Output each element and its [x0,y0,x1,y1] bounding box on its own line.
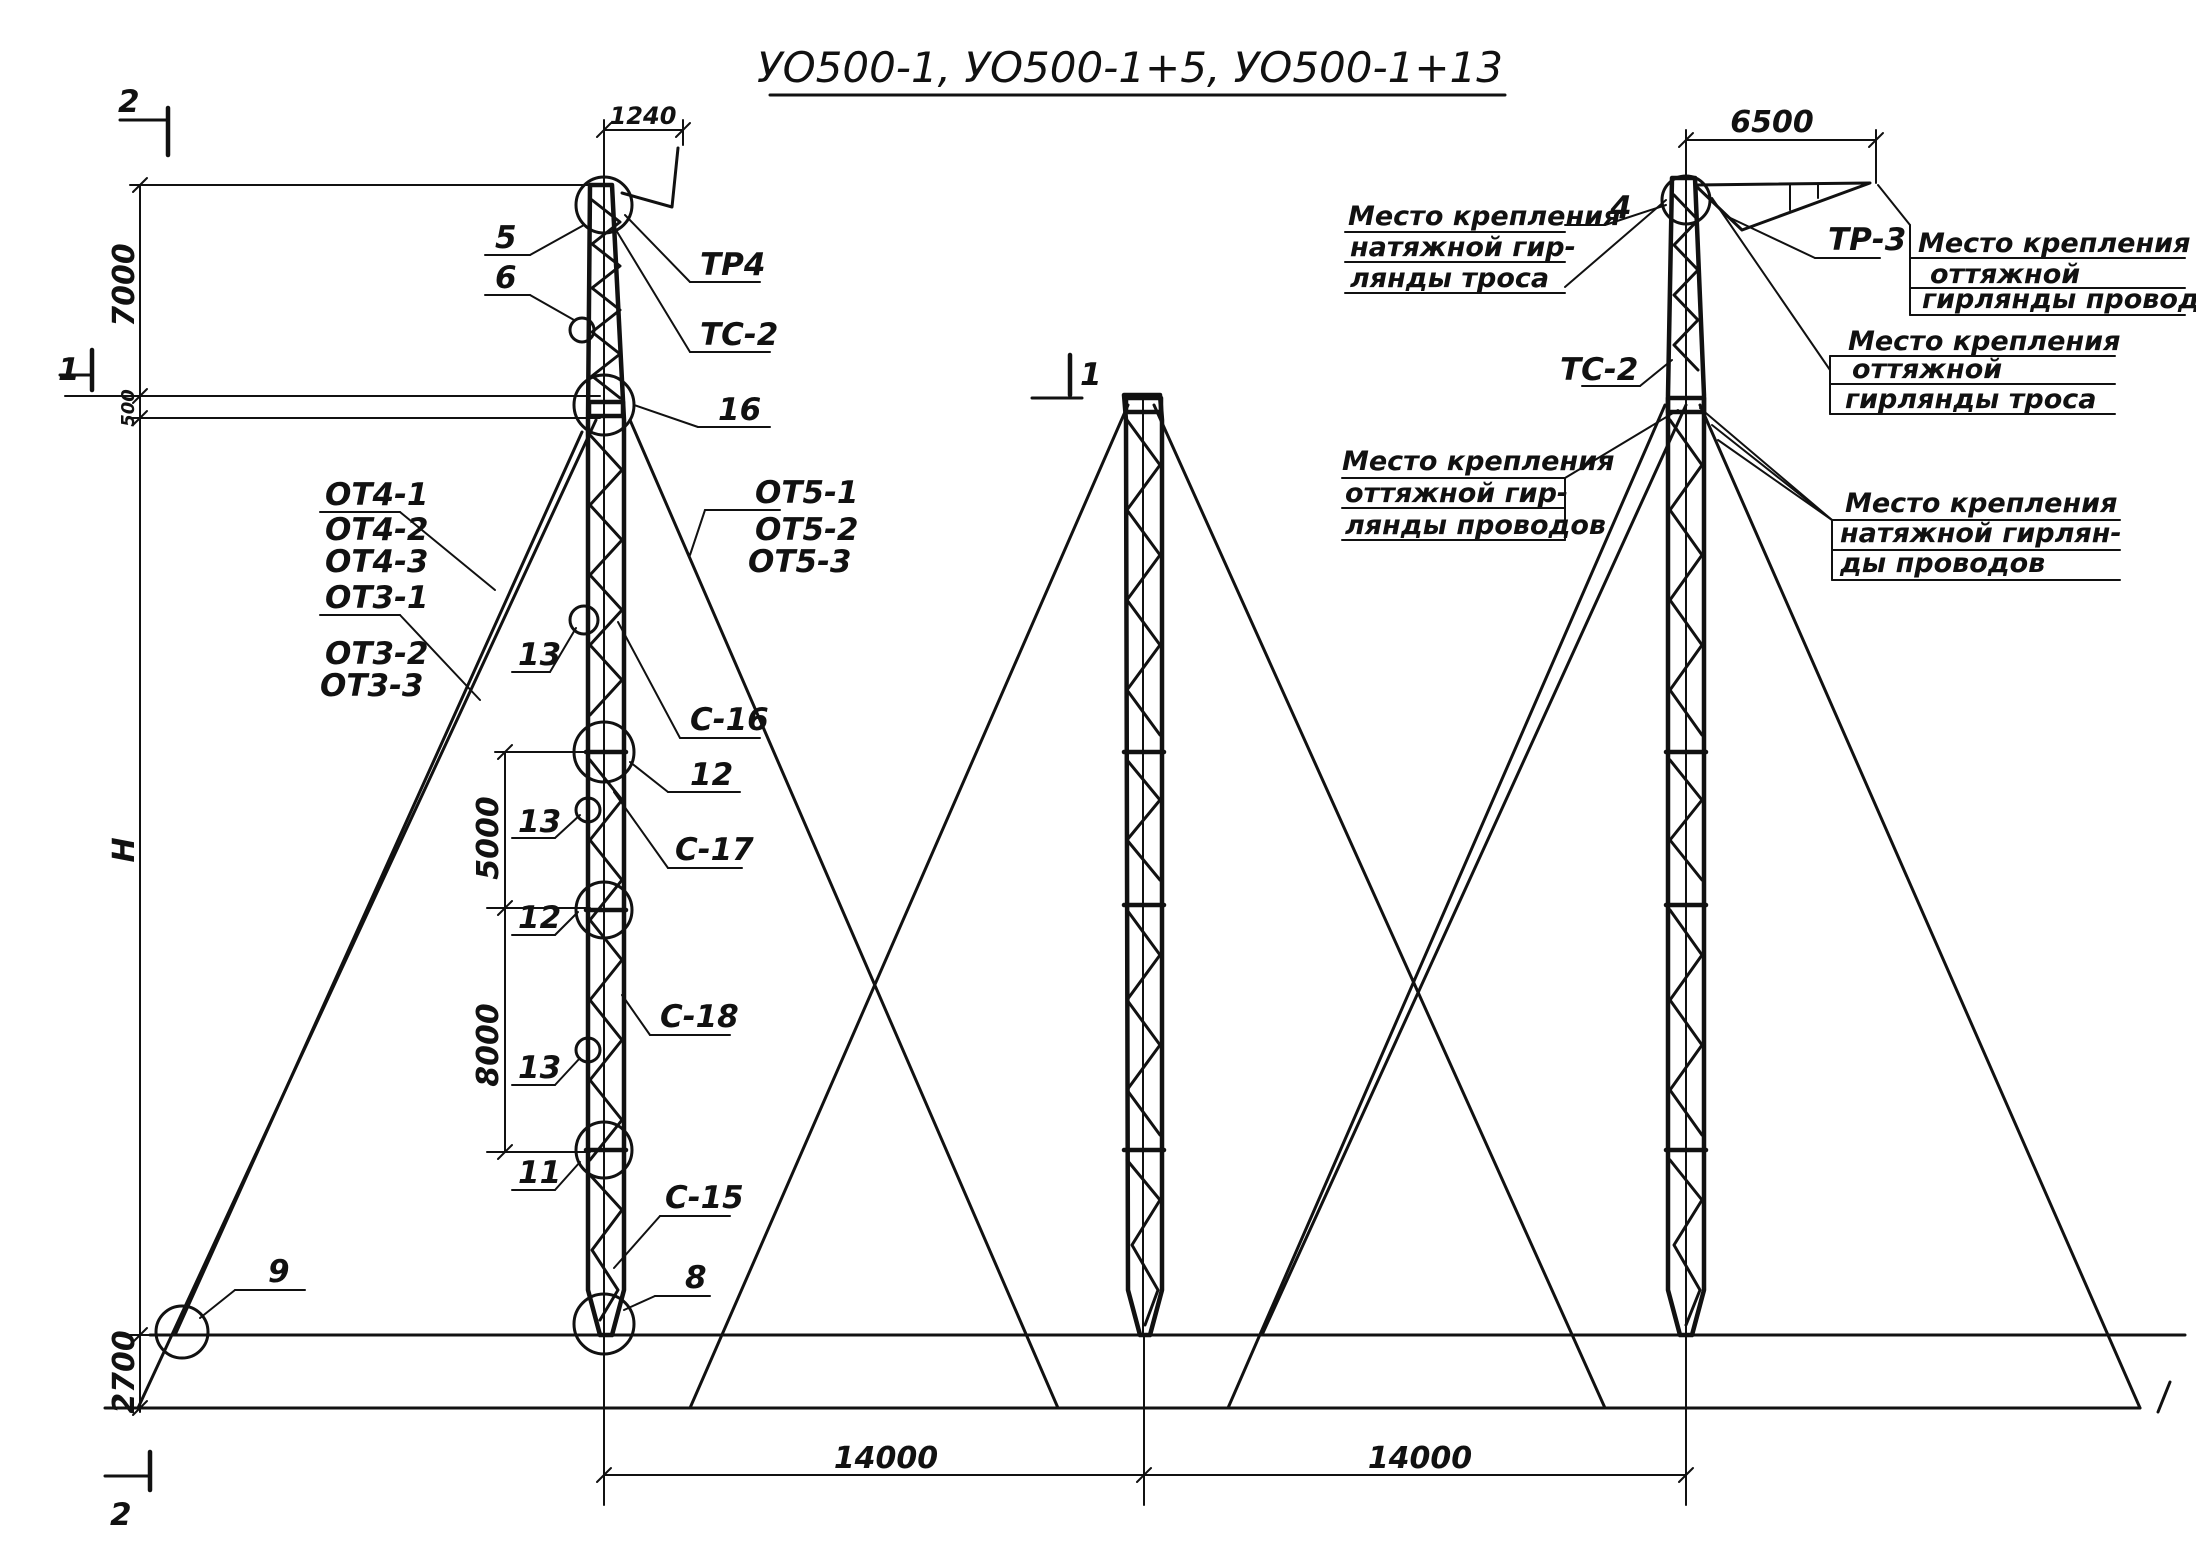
dim-height-total: H [107,837,142,862]
callout-5: 5 [495,220,517,256]
callout-11: 11 [518,1155,561,1191]
callout-9: 9 [268,1254,290,1290]
note-tension-string-cable: Место крепления натяжной гир- лянды трос… [1344,201,1620,294]
svg-text:натяжной гирлян-: натяжной гирлян- [1840,518,2122,549]
svg-text:ды проводов: ды проводов [1839,548,2045,579]
callout-ot4: ОТ4-1 ОТ4-2 ОТ4-3 [325,477,429,580]
foundation-end-mark [2156,1380,2172,1414]
note-guy-string-wires-left: Место крепления оттяжной гир- лянды пров… [1341,446,1614,541]
callout-s17: С-17 [675,832,754,868]
svg-text:ОТ4-2: ОТ4-2 [325,512,429,548]
drawing-title: УО500-1, УО500-1+5, УО500-1+13 [757,43,1503,92]
svg-text:оттяжной: оттяжной [1930,259,2080,290]
section-mark-1-left: 1 [58,347,95,393]
svg-text:ОТ3-3: ОТ3-3 [320,668,424,704]
svg-text:ОТ4-1: ОТ4-1 [325,477,429,513]
svg-text:ОТ5-2: ОТ5-2 [755,512,859,548]
callout-tc2-right: ТС-2 [1560,352,1638,388]
note-guy-string-cable: Место крепления оттяжной гирлянды троса [1829,326,2120,415]
svg-text:Место крепления: Место крепления [1342,446,1614,477]
section-mark-2-top: 2 [118,84,171,158]
svg-text:ОТ5-3: ОТ5-3 [748,544,852,580]
dim-span-left: 14000 [834,1441,938,1476]
callout-8: 8 [685,1260,707,1296]
dim-section-a: 5000 [471,796,506,880]
svg-text:лянды троса: лянды троса [1350,263,1549,294]
svg-text:натяжной гир-: натяжной гир- [1350,232,1576,263]
callout-13-b: 13 [518,804,561,840]
dim-top-width-right: 6500 [1730,105,1814,140]
callout-tr3: ТР-3 [1828,222,1906,258]
callout-13-a: 13 [518,637,561,673]
callout-13-c: 13 [518,1050,561,1086]
callout-ot5: ОТ5-1 ОТ5-2 ОТ5-3 [748,475,859,580]
svg-text:оттяжной: оттяжной [1852,354,2002,385]
dim-height-top: 7000 [107,243,142,327]
callout-6: 6 [495,260,517,296]
dim-top-left-line [596,119,691,186]
section-dims [486,744,591,1160]
detail-circles [154,174,1712,1360]
svg-text:Место крепления: Место крепления [1848,326,2120,357]
svg-text:ОТ3-2: ОТ3-2 [325,636,429,672]
svg-text:1: 1 [58,352,80,388]
callout-12-b: 12 [518,900,561,936]
dim-foundation: 2700 [107,1330,142,1414]
svg-text:лянды проводов: лянды проводов [1345,510,1606,541]
svg-text:оттяжной гир-: оттяжной гир- [1345,478,1568,509]
dim-top-right-line [1678,129,1884,184]
dim-top-width-left: 1240 [610,102,677,130]
dim-span-right: 14000 [1368,1441,1472,1476]
note-tension-string-wires: Место крепления натяжной гирлян- ды пров… [1831,488,2122,581]
callout-s16: С-16 [690,702,769,738]
callout-tc2-left: ТС-2 [700,317,778,353]
svg-text:ОТ5-1: ОТ5-1 [755,475,859,511]
note-guy-string-wires-top: Место крепления оттяжной гирлянды провод… [1909,224,2196,316]
tower-left [583,146,680,1338]
svg-text:Место крепления: Место крепления [1348,201,1620,232]
svg-text:2: 2 [110,1497,132,1533]
svg-text:гирлянды проводов: гирлянды проводов [1922,284,2196,315]
guy-wires [136,403,2142,1410]
svg-text:Место крепления: Место крепления [1845,488,2117,519]
section-mark-2-bottom: 2 [103,1449,153,1533]
callout-16: 16 [718,392,761,428]
svg-text:гирлянды троса: гирлянды троса [1845,384,2097,415]
callout-tr4: ТР4 [700,247,765,283]
svg-text:1: 1 [1080,357,1102,393]
svg-text:Место крепления: Место крепления [1918,228,2190,259]
dim-section-b: 8000 [471,1003,506,1087]
callout-s18: С-18 [660,999,739,1035]
callout-ot3: ОТ3-1 ОТ3-2 ОТ3-3 [320,580,429,704]
section-mark-1-middle: 1 [1030,352,1102,400]
svg-text:2: 2 [118,84,140,120]
tower-right [1663,175,1872,1338]
leader-lines [199,184,1911,1319]
span-dims [596,1334,1694,1506]
svg-text:ОТ3-1: ОТ3-1 [325,580,429,616]
dim-height-joint: 500 [118,389,139,427]
svg-text:ОТ4-3: ОТ4-3 [325,544,429,580]
callout-4: 4 [1609,190,1632,226]
callout-s15: С-15 [665,1180,744,1216]
vertical-dimension-chain [64,177,601,1416]
callout-12-a: 12 [690,757,733,793]
tower-middle [1121,392,1167,1338]
